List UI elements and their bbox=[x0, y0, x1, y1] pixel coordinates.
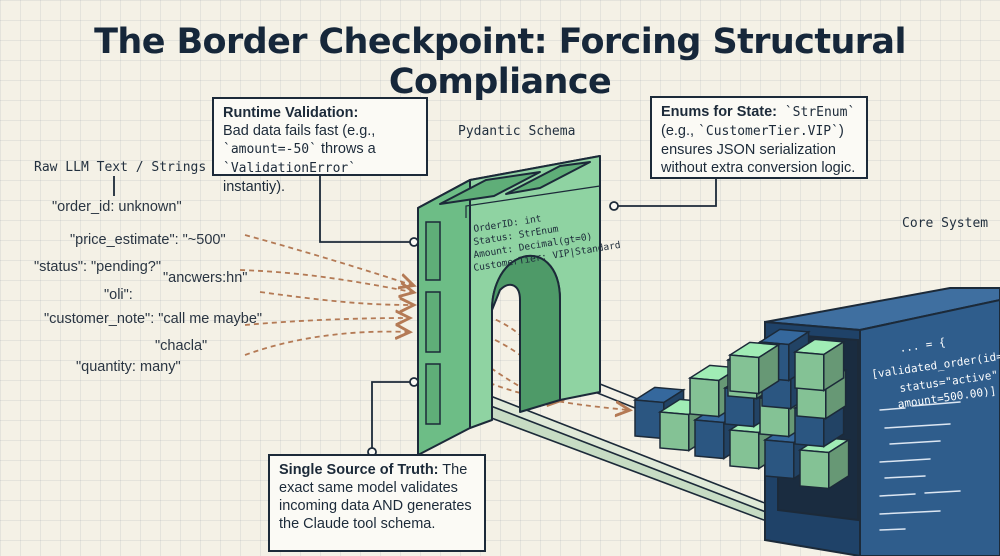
core-code-scribbles bbox=[879, 401, 961, 531]
raw-string: "price_estimate": "~500" bbox=[70, 232, 226, 248]
cube-face bbox=[729, 429, 760, 470]
runtime-code2: `ValidationError` bbox=[223, 161, 357, 176]
runtime-line2: throws a bbox=[316, 141, 376, 157]
callout-connectors bbox=[113, 176, 717, 457]
cube-face bbox=[694, 419, 725, 460]
cube-face bbox=[659, 411, 690, 452]
raw-input-label: Raw LLM Text / Strings bbox=[34, 160, 207, 175]
single-source-callout: Single Source of Truth: The exact same m… bbox=[268, 454, 486, 552]
schema-label: Pydantic Schema bbox=[458, 124, 576, 139]
cube-face bbox=[758, 343, 780, 395]
enums-line3: without extra conversion logic. bbox=[661, 160, 856, 176]
truth-heading: Single Source of Truth: bbox=[279, 462, 439, 478]
enums-code1: `StrEnum` bbox=[777, 105, 856, 120]
enums-line1b: ) bbox=[838, 123, 844, 139]
cube-face bbox=[794, 351, 825, 392]
runtime-validation-callout: Runtime Validation: Bad data fails fast … bbox=[212, 97, 428, 195]
cube bbox=[727, 341, 781, 395]
truth-text: The exact same model validates incoming … bbox=[279, 462, 472, 532]
raw-string: "oli": bbox=[104, 287, 133, 303]
raw-string: "quantity: many" bbox=[76, 359, 181, 375]
enums-line1: (e.g., bbox=[661, 123, 699, 139]
gate-side-windows bbox=[425, 221, 441, 425]
enums-callout: Enums for State: `StrEnum` (e.g., `Custo… bbox=[650, 96, 868, 179]
page-title: The Border Checkpoint: Forcing Structura… bbox=[94, 22, 906, 102]
core-code-line: ... = { bbox=[899, 336, 947, 355]
core-system-label: Core System bbox=[902, 216, 989, 231]
runtime-heading: Runtime Validation: bbox=[223, 105, 359, 121]
enums-heading: Enums for State: bbox=[661, 104, 778, 120]
cube-face bbox=[764, 439, 795, 480]
cube-stack bbox=[632, 328, 851, 490]
cube-face bbox=[689, 377, 720, 418]
cube-face bbox=[828, 438, 850, 490]
raw-string: "chacla" bbox=[155, 338, 208, 354]
cube-face bbox=[799, 449, 830, 490]
enums-code2: `CustomerTier.VIP` bbox=[698, 124, 839, 139]
input-arrows bbox=[239, 234, 412, 356]
raw-string: "status": "pending?" bbox=[34, 259, 162, 275]
runtime-code1: `amount=-50` bbox=[223, 142, 317, 157]
cube-face bbox=[729, 354, 760, 395]
cube-face bbox=[823, 340, 845, 392]
raw-string: "ancwers:hn" bbox=[163, 270, 248, 286]
runtime-line1: Bad data fails fast (e.g., bbox=[223, 123, 376, 139]
gate-code-bracket bbox=[465, 185, 601, 218]
runtime-line3: instantiy). bbox=[223, 179, 286, 195]
enums-line2: ensures JSON serialization bbox=[661, 142, 836, 158]
cube bbox=[792, 338, 846, 392]
raw-string: "customer_note": "call me maybe" bbox=[44, 311, 263, 327]
raw-string: "order_id: unknown" bbox=[52, 199, 182, 215]
